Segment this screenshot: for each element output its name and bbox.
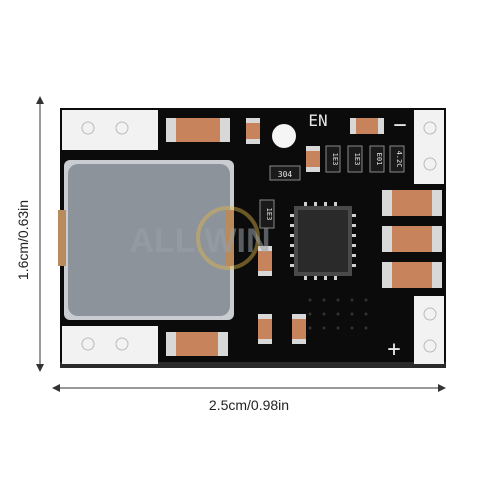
width-label: 2.5cm/0.98in: [209, 397, 289, 413]
svg-text:4.2C: 4.2C: [395, 151, 403, 168]
capacitor-middle: [258, 246, 272, 276]
capacitor-right-1: [382, 190, 442, 216]
svg-text:1E3: 1E3: [353, 153, 361, 166]
plus-label: +: [387, 337, 400, 362]
height-dimension: 1.6cm/0.63in: [15, 96, 44, 372]
capacitor-right-3: [382, 262, 442, 288]
mounting-hole: [272, 124, 296, 148]
controller-ic: [290, 202, 356, 280]
resistor-left-mid: 1E3: [259, 199, 275, 229]
width-dimension: 2.5cm/0.98in: [52, 384, 446, 413]
capacitor-top-row: [306, 146, 320, 172]
resistor-304: 304: [269, 165, 301, 181]
output-pad-minus: [414, 110, 444, 184]
pcb-board: 304 1E3 1E3 E01 4.2C 1E3: [58, 108, 446, 368]
capacitor-right-2: [382, 226, 442, 252]
power-inductor: [58, 160, 234, 320]
input-pad-top: [62, 110, 158, 150]
output-pad-plus: [414, 296, 444, 364]
enable-label: EN: [308, 111, 327, 130]
resistor-1e3-a: 1E3: [325, 145, 341, 173]
svg-text:1E3: 1E3: [265, 208, 273, 221]
watermark: ALL WIN: [129, 206, 271, 270]
via-pattern: [308, 298, 368, 330]
svg-text:304: 304: [278, 170, 293, 179]
capacitor-top-small: [350, 118, 384, 134]
height-label: 1.6cm/0.63in: [15, 200, 31, 280]
minus-label: −: [393, 113, 406, 138]
capacitor-bottom-b: [292, 314, 306, 344]
svg-text:1E3: 1E3: [331, 153, 339, 166]
capacitor-bottom-left: [166, 332, 228, 356]
resistor-1e3-b: 1E3: [347, 145, 363, 173]
capacitor-top-tiny: [246, 118, 260, 144]
svg-text:E01: E01: [375, 153, 383, 166]
input-pad-bottom: [62, 326, 158, 364]
resistor-42c: 4.2C: [389, 145, 405, 173]
capacitor-bottom-a: [258, 314, 272, 344]
resistor-e01: E01: [369, 145, 385, 173]
capacitor-top-left: [166, 118, 230, 142]
watermark-text: ALL WIN: [129, 222, 270, 260]
